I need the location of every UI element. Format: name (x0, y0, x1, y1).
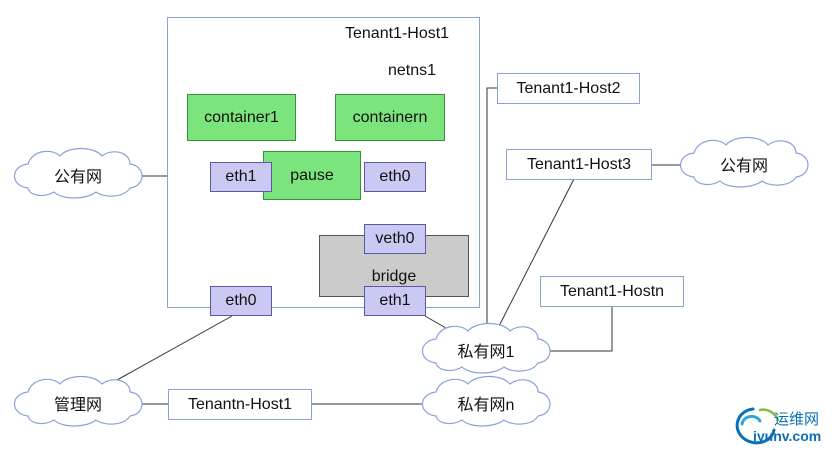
containern-box: containern (335, 94, 445, 141)
tenant1-host1-label: Tenant1-Host1 (345, 25, 450, 42)
watermark-logo-icon (735, 407, 780, 445)
link-host3-private1 (496, 176, 576, 331)
cloud-public-left-label: 公有网 (53, 169, 103, 186)
tenantn-host1-box: Tenantn-Host1 (168, 389, 312, 420)
cloud-management-label: 管理网 (53, 397, 103, 414)
pause-eth0-interface: eth0 (364, 162, 426, 192)
cloud-private-1-label: 私有网1 (457, 344, 515, 361)
cloud-private-n-label: 私有网n (457, 397, 515, 414)
container1-box: container1 (187, 94, 296, 141)
link-hostn-private1 (542, 306, 613, 352)
veth0-interface: veth0 (364, 224, 426, 254)
link-eth0-management (107, 315, 233, 386)
tenant1-host2-box: Tenant1-Host2 (497, 73, 640, 104)
cloud-public-right (679, 136, 809, 188)
host-eth0-interface: eth0 (210, 286, 272, 316)
link-host2-private1 (486, 87, 497, 330)
tenant1-hostn-box: Tenant1-Hostn (540, 276, 684, 307)
pause-eth1-interface: eth1 (210, 162, 272, 192)
cloud-private-1 (421, 322, 551, 374)
watermark-name: 运维网 (774, 411, 820, 428)
cloud-management (13, 375, 143, 427)
cloud-public-left (13, 147, 143, 199)
cloud-private-n (421, 375, 551, 427)
tenant1-host3-box: Tenant1-Host3 (506, 149, 652, 180)
pause-box: pause (263, 151, 361, 200)
netns1-label: netns1 (388, 62, 437, 79)
cloud-public-right-label: 公有网 (719, 158, 769, 175)
watermark-url: iyunv.com (753, 428, 822, 444)
host-eth1-interface: eth1 (364, 286, 426, 316)
